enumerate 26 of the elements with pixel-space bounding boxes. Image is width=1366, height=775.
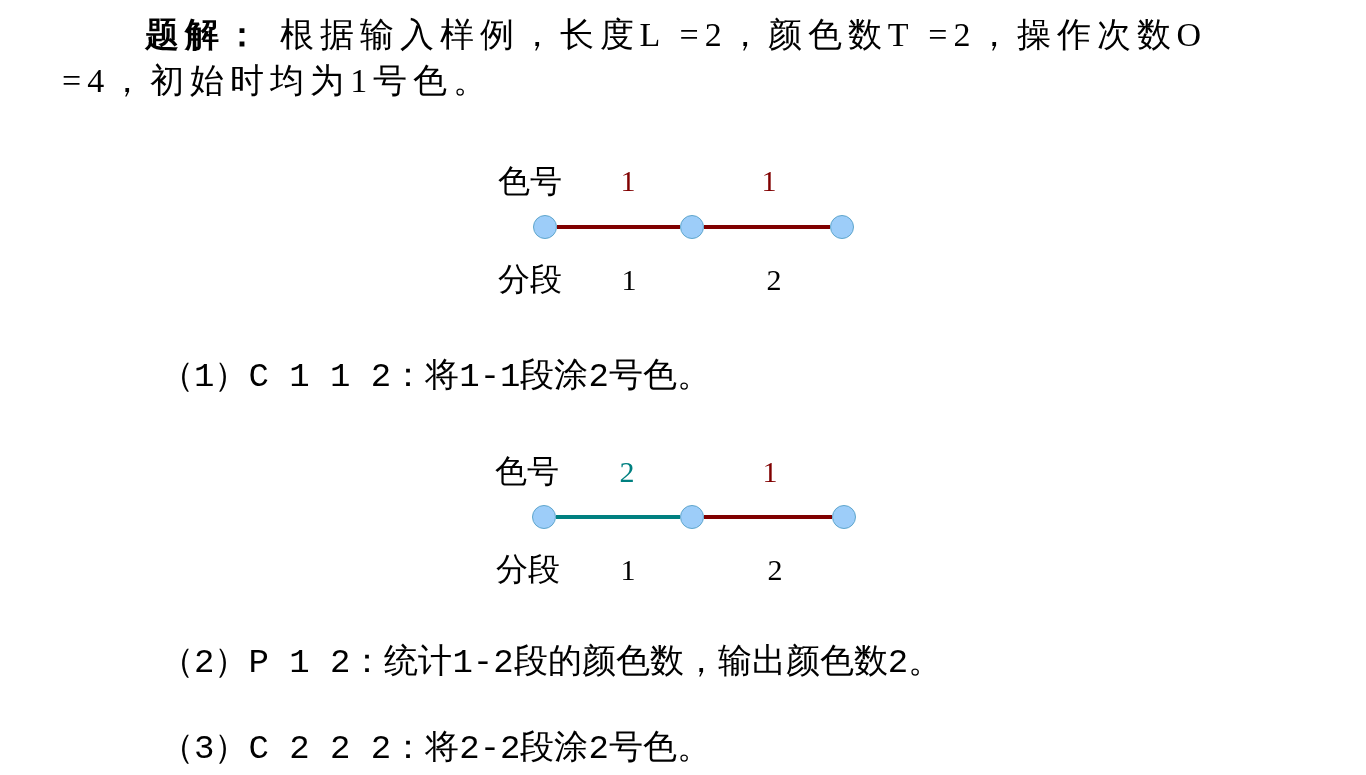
segment-line [556, 515, 680, 519]
step-text: （2）P 1 2：统计1-2段的颜色数，输出颜色数2。 [160, 642, 943, 684]
point-circle [532, 505, 556, 529]
step-text: （3）C 2 2 2：将2-2段涂2号色。 [160, 728, 711, 770]
point-circle [680, 505, 704, 529]
color-number: 1 [620, 163, 636, 199]
segment-line [704, 515, 832, 519]
point-circle [832, 505, 856, 529]
color-number: 2 [619, 454, 635, 490]
row-label: 分段 [498, 259, 562, 299]
segment-line [704, 225, 830, 229]
segment-number: 1 [620, 552, 636, 588]
segment-number: 2 [767, 552, 783, 588]
segment-number: 2 [766, 262, 782, 298]
segment-line [557, 225, 680, 229]
row-label: 分段 [496, 549, 560, 589]
color-number: 1 [762, 454, 778, 490]
intro-paragraph: 题解： 根据输入样例，长度L =2，颜色数T =2，操作次数O =4，初始时均为1号色。 [62, 15, 1209, 101]
point-circle [830, 215, 854, 239]
color-number: 1 [761, 163, 777, 199]
point-circle [533, 215, 557, 239]
segment-number: 1 [621, 262, 637, 298]
point-circle [680, 215, 704, 239]
step-text: （1）C 1 1 2：将1-1段涂2号色。 [160, 356, 711, 398]
row-label: 色号 [495, 451, 559, 491]
row-label: 色号 [498, 161, 562, 201]
